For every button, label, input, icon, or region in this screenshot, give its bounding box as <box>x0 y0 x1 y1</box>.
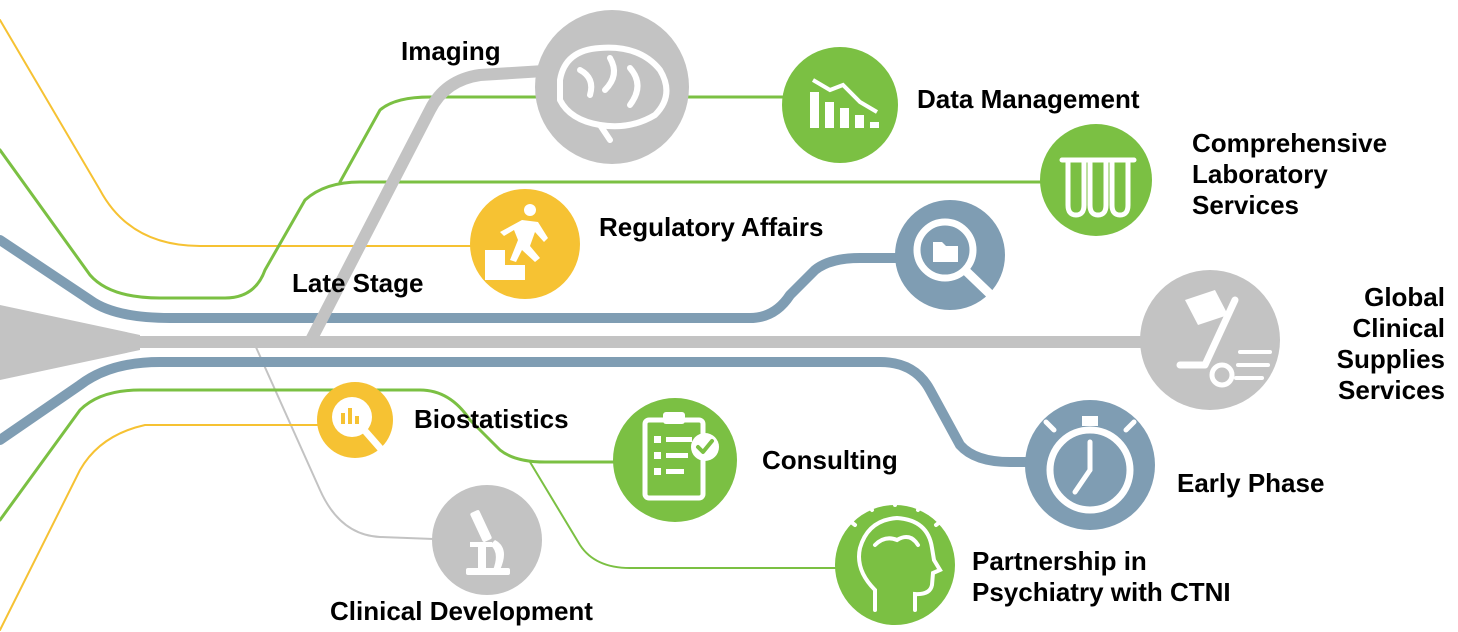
label-regulatory-affairs: Regulatory Affairs <box>599 212 824 242</box>
node-imaging[interactable] <box>535 10 689 164</box>
label-biostatistics: Biostatistics <box>414 404 569 434</box>
label-early-phase: Early Phase <box>1177 468 1325 498</box>
node-clinical-development[interactable] <box>432 485 542 595</box>
head-brain-icon <box>844 492 947 612</box>
node-late-stage[interactable] <box>470 189 580 299</box>
line-green-upper <box>0 148 1062 300</box>
label-global-supplies-line-1: Global <box>1364 282 1445 312</box>
bar-chart-declining-icon <box>810 78 879 128</box>
label-partnership-psychiatry-line-1: Partnership in <box>972 546 1147 576</box>
label-global-supplies-line-3: Supplies <box>1336 344 1445 374</box>
label-partnership-psychiatry: Partnership in Psychiatry with CTNI <box>972 546 1231 608</box>
brain-icon <box>557 44 670 143</box>
hand-truck-icon <box>1176 290 1272 388</box>
label-comprehensive-lab-line-3: Services <box>1192 190 1299 220</box>
line-yellow-lower <box>0 424 321 631</box>
line-blue-regulatory <box>0 235 920 323</box>
node-comprehensive-lab-circle <box>1040 124 1152 236</box>
node-partnership-psychiatry[interactable] <box>835 492 955 625</box>
magnifier-chart-icon <box>332 397 384 452</box>
label-global-supplies-line-4: Services <box>1338 375 1445 405</box>
label-comprehensive-lab: Comprehensive Laboratory Services <box>1192 128 1387 221</box>
node-global-supplies-circle <box>1140 270 1280 410</box>
label-consulting: Consulting <box>762 445 898 475</box>
line-yellow-late-stage <box>0 19 481 247</box>
node-biostatistics[interactable] <box>317 382 393 458</box>
line-gray-imaging <box>304 64 566 348</box>
connector-lines <box>0 19 1186 631</box>
node-imaging-circle <box>535 10 689 164</box>
line-gray-clinical-development <box>254 344 461 541</box>
node-data-management-circle <box>782 47 898 163</box>
node-comprehensive-lab[interactable] <box>1040 124 1152 236</box>
node-data-management[interactable] <box>782 47 898 163</box>
microscope-icon <box>466 510 510 575</box>
node-global-supplies[interactable] <box>1140 270 1280 410</box>
label-imaging: Imaging <box>401 36 501 66</box>
line-green-lower <box>0 388 642 522</box>
stopwatch-icon <box>1043 416 1137 514</box>
label-clinical-development: Clinical Development <box>330 596 593 626</box>
label-comprehensive-lab-line-1: Comprehensive <box>1192 128 1388 158</box>
label-global-supplies-line-2: Clinical <box>1352 313 1445 343</box>
label-late-stage: Late Stage <box>292 268 424 298</box>
test-tubes-icon <box>1059 157 1137 218</box>
label-comprehensive-lab-line-2: Laboratory <box>1192 159 1328 189</box>
line-green-data-management <box>338 95 792 184</box>
node-early-phase[interactable] <box>1025 400 1155 530</box>
line-gray-trunk <box>0 305 140 380</box>
line-blue-early-phase <box>0 357 1065 467</box>
node-regulatory-affairs[interactable] <box>895 200 1005 310</box>
label-global-supplies: Global Clinical Supplies Services <box>1300 282 1445 406</box>
node-consulting[interactable] <box>613 398 737 522</box>
line-green-partnership <box>529 461 861 569</box>
label-partnership-psychiatry-line-2: Psychiatry with CTNI <box>972 577 1231 607</box>
person-climbing-stairs-icon <box>485 204 548 280</box>
label-data-management: Data Management <box>917 84 1140 114</box>
clipboard-checklist-icon <box>642 412 719 501</box>
folder-magnifier-icon <box>913 218 997 301</box>
